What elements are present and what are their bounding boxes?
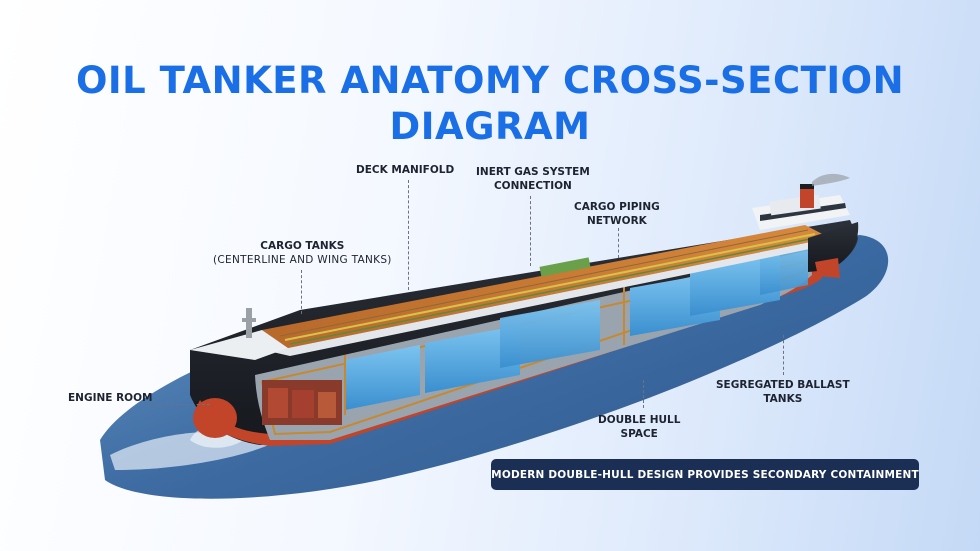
label-deck-manifold: DECK MANIFOLD xyxy=(356,163,454,177)
label-ballast-line1: SEGREGATED BALLAST xyxy=(716,379,850,391)
leader-inert-gas xyxy=(530,196,531,266)
bulbous-bow xyxy=(193,398,237,438)
cargo-tank xyxy=(345,345,420,410)
cargo-pipe xyxy=(279,229,809,337)
title-line-1: OIL TANKER ANATOMY CROSS-SECTION xyxy=(75,59,905,102)
label-ballast-line2: TANKS xyxy=(763,393,803,405)
label-cargo-piping-line2: NETWORK xyxy=(586,215,647,227)
label-double-hull-line1: DOUBLE HULL xyxy=(598,414,681,426)
title-line-2: DIAGRAM xyxy=(389,105,591,148)
label-cargo-tanks-line1: CARGO TANKS xyxy=(260,240,345,252)
rudder xyxy=(815,258,840,278)
containment-banner-text: MODERN DOUBLE-HULL DESIGN PROVIDES SECON… xyxy=(491,468,919,481)
label-cargo-tanks: CARGO TANKS (CENTERLINE AND WING TANKS) xyxy=(213,239,392,267)
containment-banner: MODERN DOUBLE-HULL DESIGN PROVIDES SECON… xyxy=(491,459,919,490)
cargo-tank-group xyxy=(345,244,808,410)
leader-deck-manifold xyxy=(408,180,409,290)
leader-engine-room xyxy=(150,404,210,405)
label-double-hull: DOUBLE HULL SPACE xyxy=(598,413,680,441)
funnel-smoke xyxy=(812,173,850,186)
label-cargo-piping-line1: CARGO PIPING xyxy=(574,201,660,213)
label-double-hull-line2: SPACE xyxy=(620,428,658,440)
cargo-tank xyxy=(425,325,520,393)
cargo-pipe xyxy=(289,236,821,345)
main-deck xyxy=(262,225,830,348)
leader-cargo-tanks xyxy=(301,270,302,314)
label-engine-room-text: ENGINE ROOM xyxy=(68,392,153,404)
label-ballast: SEGREGATED BALLAST TANKS xyxy=(716,378,850,406)
page-title: OIL TANKER ANATOMY CROSS-SECTION DIAGRAM xyxy=(0,58,980,150)
funnel xyxy=(800,184,814,208)
label-inert-gas-line1: INERT GAS SYSTEM xyxy=(476,166,590,178)
label-cargo-piping: CARGO PIPING NETWORK xyxy=(574,200,660,228)
label-engine-room: ENGINE ROOM xyxy=(68,391,153,405)
cargo-pipe xyxy=(284,233,816,341)
label-deck-manifold-text: DECK MANIFOLD xyxy=(356,164,455,176)
bow-deck xyxy=(190,330,288,360)
leader-ballast xyxy=(783,335,784,375)
cargo-tank xyxy=(500,300,600,368)
leader-cargo-piping xyxy=(618,228,619,258)
deck-manifold-block xyxy=(539,257,591,277)
superstructure xyxy=(752,173,850,230)
label-inert-gas-line2: CONNECTION xyxy=(493,180,572,192)
bow-mast xyxy=(246,308,252,338)
cargo-tank xyxy=(690,254,780,316)
leader-double-hull xyxy=(643,380,644,408)
label-cargo-tanks-line2: (CENTERLINE AND WING TANKS) xyxy=(213,254,392,266)
stern xyxy=(808,222,859,272)
deck-edge xyxy=(255,238,834,356)
label-inert-gas: INERT GAS SYSTEM CONNECTION xyxy=(476,165,590,193)
